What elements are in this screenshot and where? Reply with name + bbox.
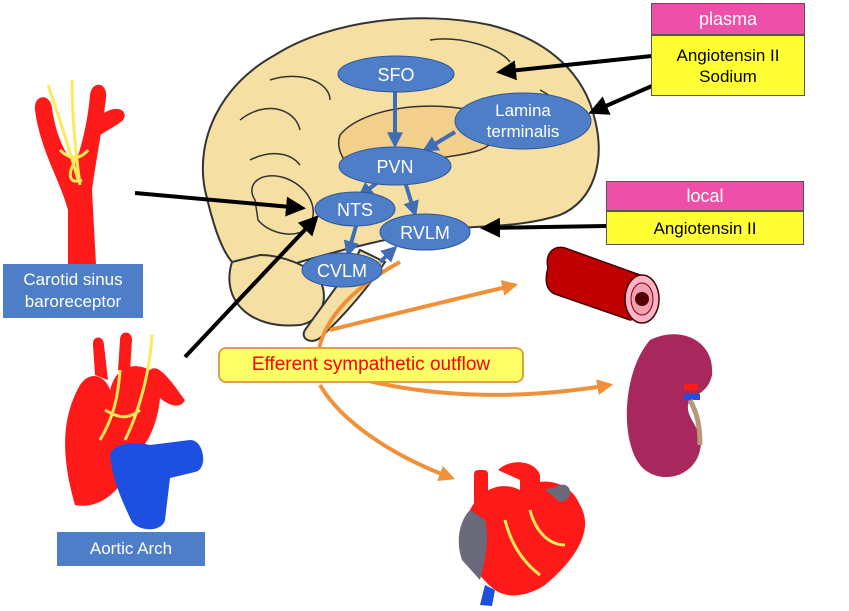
carotid-artery-illustration [34, 79, 125, 265]
lamina-label-line2: terminalis [487, 122, 560, 141]
heart-illustration [458, 462, 586, 606]
sfo-label: SFO [377, 65, 414, 85]
cvlm-label: CVLM [317, 261, 367, 281]
plasma-body: Angiotensin II Sodium [651, 35, 805, 96]
arrow-plasma-to-lamina [588, 84, 653, 115]
local-header: local [606, 181, 804, 211]
plasma-line2: Sodium [699, 66, 757, 86]
local-body: Angiotensin II [606, 211, 804, 245]
lamina-terminalis-node [454, 92, 592, 150]
arrow-lamina-to-pvn [422, 130, 457, 152]
kidney-illustration [626, 334, 713, 478]
sfo-node [337, 55, 455, 93]
plasma-line1: Angiotensin II [676, 45, 780, 65]
rvlm-node [379, 213, 471, 251]
arrow-pvn-to-rvlm [403, 181, 419, 218]
pvn-label: PVN [376, 157, 413, 177]
arrow-cvlm-to-rvlm [378, 245, 398, 264]
aortic-arch-illustration [65, 332, 204, 530]
local-line1: Angiotensin II [653, 218, 757, 238]
arrow-nts-to-cvlm [343, 225, 360, 258]
nts-label: NTS [337, 200, 373, 220]
pvn-node [338, 146, 452, 186]
carotid-sinus-label: Carotid sinus baroreceptor [3, 264, 143, 318]
arrow-aortic-to-nts [183, 215, 319, 359]
blood-vessel-illustration [545, 246, 660, 324]
cvlm-node [301, 252, 383, 288]
carotid-line1: Carotid sinus [23, 270, 123, 289]
aortic-arch-label: Aortic Arch [57, 532, 205, 566]
arrow-carotid-to-nts [134, 191, 306, 217]
efferent-outflow-label: Efferent sympathetic outflow [218, 347, 524, 383]
lamina-label-line1: Lamina [495, 101, 551, 120]
rvlm-label: RVLM [400, 223, 450, 243]
nts-node [314, 191, 396, 227]
carotid-line2: baroreceptor [24, 292, 122, 311]
arrow-plasma-to-sfo [496, 54, 653, 81]
arrow-local-to-rvlm [480, 217, 607, 238]
plasma-header: plasma [651, 3, 805, 35]
